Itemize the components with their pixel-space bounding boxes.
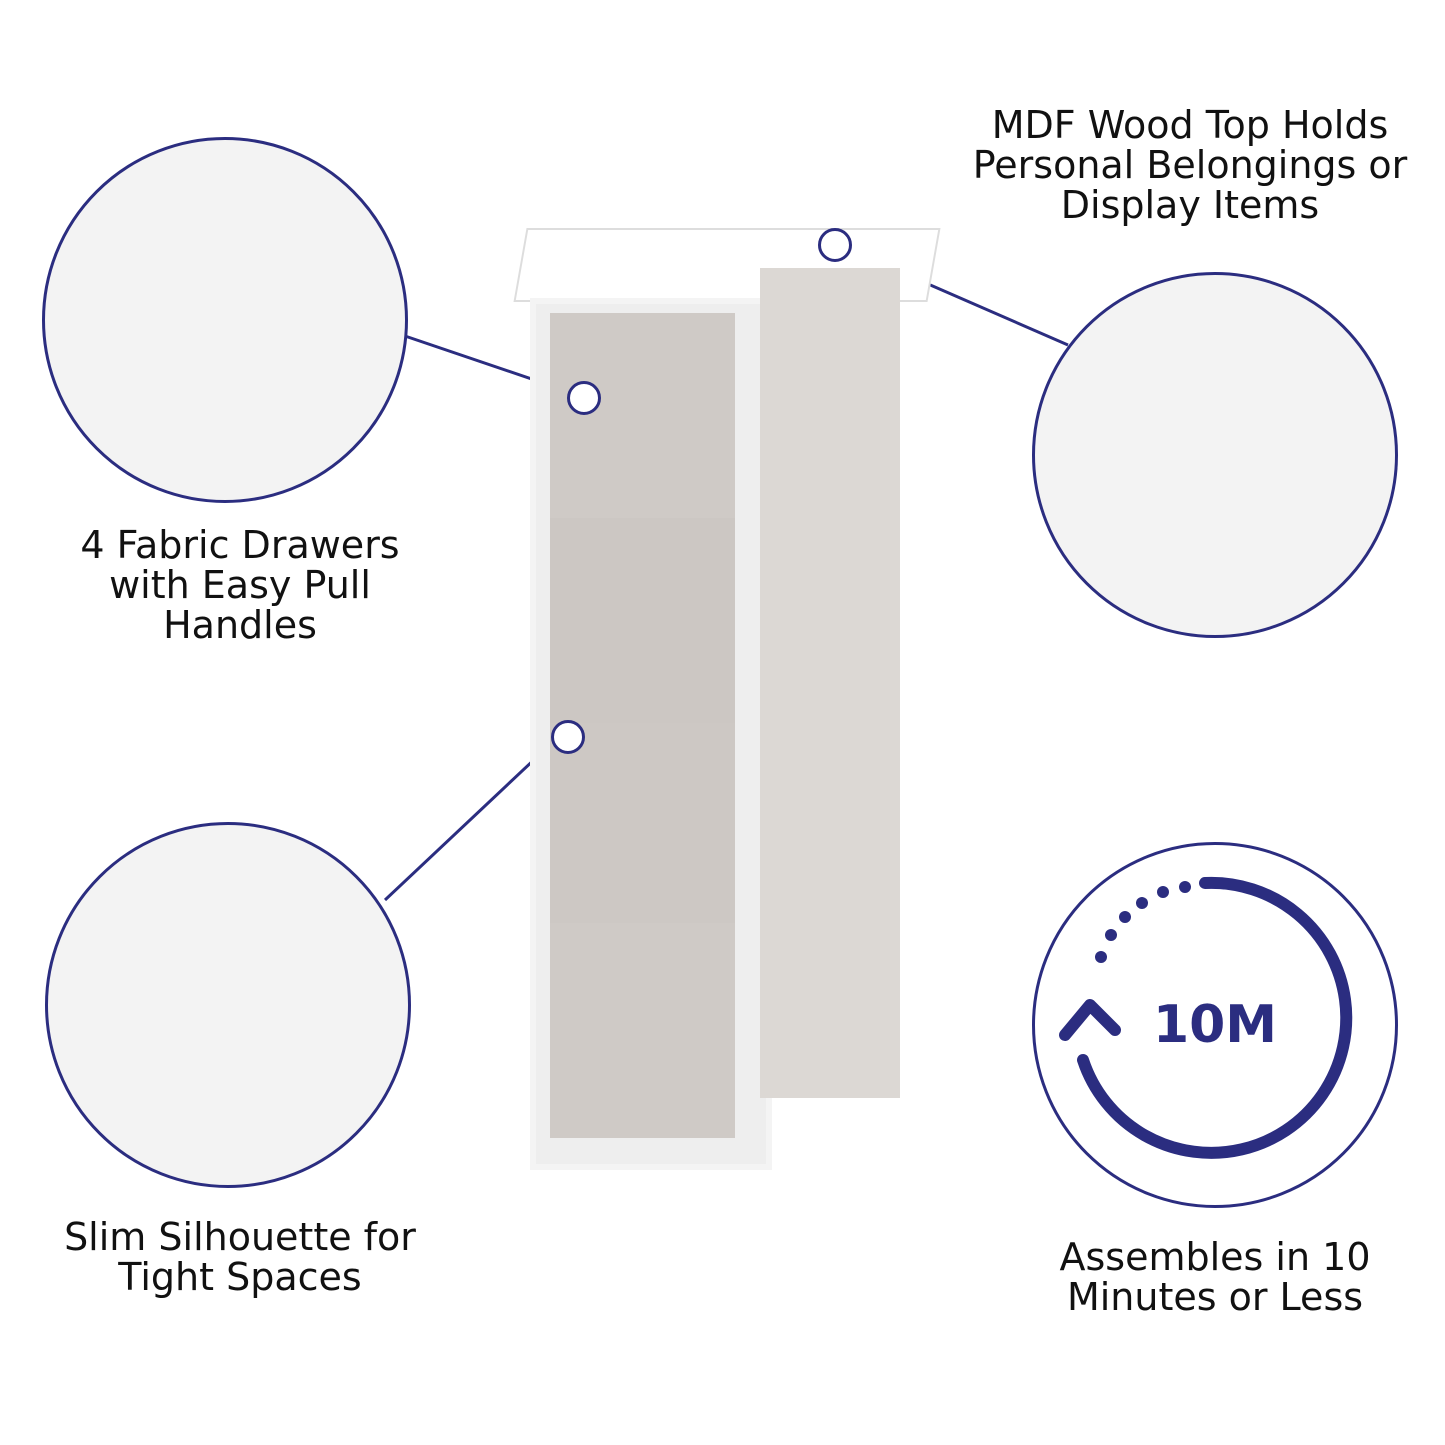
drawer-detail-image [42, 137, 408, 503]
top-detail-image [1032, 272, 1398, 638]
hotspot-slim[interactable] [551, 720, 585, 754]
callout-assembly: Assembles in 10 Minutes or Less [1059, 1235, 1371, 1319]
clock-arrow-icon [1059, 876, 1353, 1159]
callout-top: MDF Wood Top Holds Personal Belongings o… [972, 103, 1408, 227]
hotspot-top[interactable] [818, 228, 852, 262]
callout-slim: Slim Silhouette for Tight Spaces [64, 1215, 416, 1299]
assembly-time-badge: 10M [1032, 842, 1398, 1208]
badge-text: 10M [1152, 995, 1278, 1055]
hotspot-drawers[interactable] [567, 381, 601, 415]
callout-drawers: 4 Fabric Drawers with Easy Pull Handles [80, 523, 400, 647]
slim-detail-image [45, 822, 411, 1188]
product-drawer-unit [513, 228, 941, 1208]
